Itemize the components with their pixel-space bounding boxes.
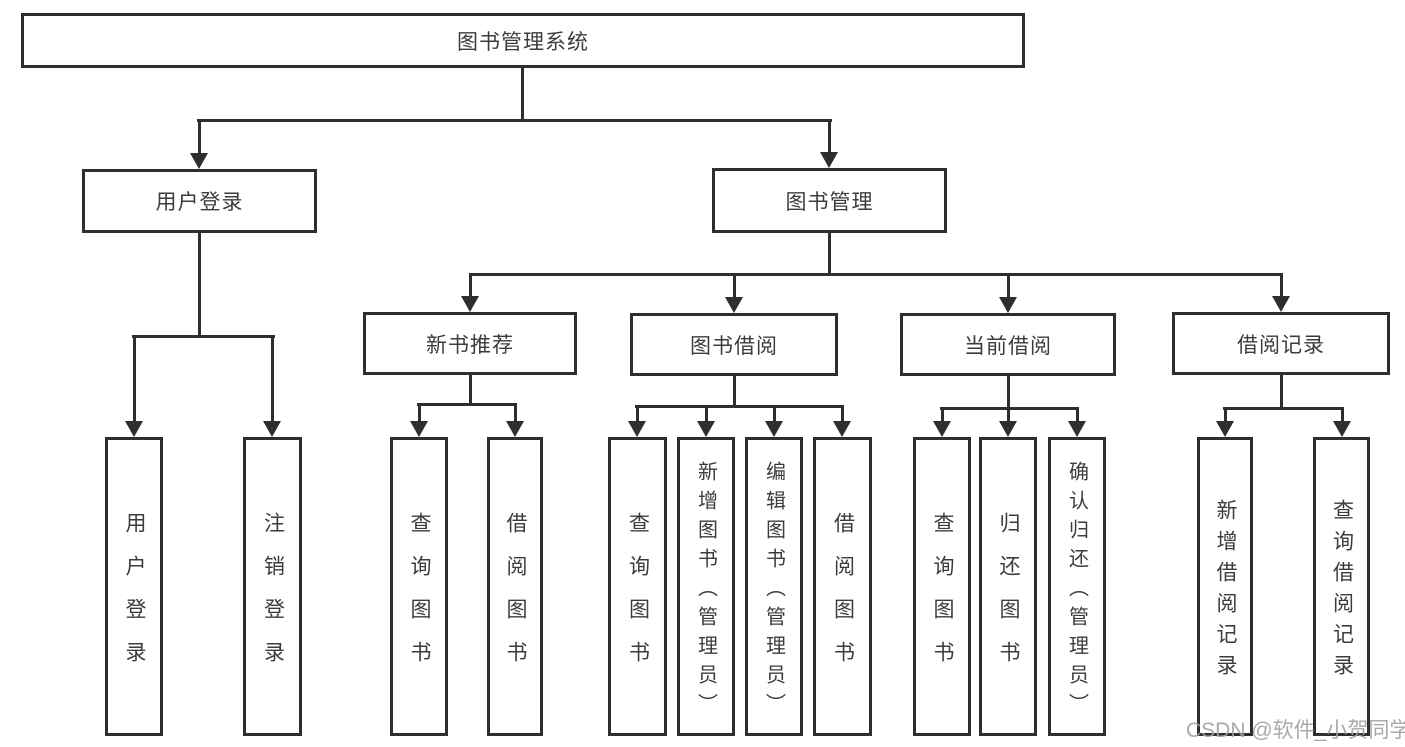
leaf-logout: 注销登录 xyxy=(243,437,302,736)
connector-currentborrow-drop xyxy=(1007,376,1010,409)
leaf-label: 借阅图书 xyxy=(831,511,855,684)
arrow-stem-bookmgmt xyxy=(828,119,831,156)
leaf-add-borrow-record: 新增借阅记录 xyxy=(1197,437,1253,736)
arrow-stem-query-newbooks xyxy=(418,403,421,425)
arrow-head-leaf-logout xyxy=(263,421,281,437)
arrow-stem-borrow-borrow xyxy=(841,405,844,425)
connector-bookmgmt-drop xyxy=(828,233,831,275)
arrow-head-borrow-borrow xyxy=(833,421,851,437)
arrow-head-query-current xyxy=(933,421,951,437)
arrow-head-add-record xyxy=(1216,421,1234,437)
node-label: 新书推荐 xyxy=(426,333,514,357)
arrow-head-bookborrow xyxy=(725,297,743,313)
arrow-head-leaf-userlogin xyxy=(125,421,143,437)
connector-bookborrow-drop xyxy=(733,376,736,407)
node-current-borrow: 当前借阅 xyxy=(900,313,1116,376)
connector-borrowrecords-bus xyxy=(1223,407,1344,410)
node-new-book-recommend: 新书推荐 xyxy=(363,312,577,375)
node-label: 图书借阅 xyxy=(690,334,778,358)
arrow-stem-query-borrow xyxy=(636,405,639,425)
leaf-add-books-admin: 新增图书（管理员） xyxy=(677,437,735,736)
arrow-stem-currentborrow xyxy=(1007,273,1010,301)
leaf-user-login: 用户登录 xyxy=(105,437,163,736)
leaf-label: 借阅图书 xyxy=(504,511,527,684)
leaf-borrow-books-newbooks: 借阅图书 xyxy=(487,437,543,736)
arrow-head-borrow-newbooks xyxy=(506,421,524,437)
arrow-head-currentborrow xyxy=(999,297,1017,313)
node-label: 当前借阅 xyxy=(964,334,1052,358)
node-borrow-records: 借阅记录 xyxy=(1172,312,1390,375)
connector-newbooks-bus xyxy=(417,403,517,406)
connector-newbooks-drop xyxy=(469,375,472,405)
arrow-stem-query-record xyxy=(1341,407,1344,425)
leaf-label: 查询图书 xyxy=(626,511,650,684)
arrow-stem-add-books xyxy=(705,405,708,425)
connector-borrowrecords-drop xyxy=(1280,375,1283,409)
arrow-stem-add-record xyxy=(1224,407,1227,425)
node-label: 用户登录 xyxy=(155,191,244,214)
arrow-head-bookmgmt xyxy=(820,152,838,168)
arrow-stem-borrowrecords xyxy=(1280,273,1283,300)
arrow-stem-return-books xyxy=(1007,407,1010,425)
csdn-watermark: CSDN @软件_小贺同学 xyxy=(1186,719,1405,742)
leaf-label: 用户登录 xyxy=(123,511,146,684)
leaf-borrow-books-borrow: 借阅图书 xyxy=(813,437,872,736)
arrow-head-query-newbooks xyxy=(410,421,428,437)
node-library-management-system: 图书管理系统 xyxy=(21,13,1025,68)
arrow-head-confirm-return xyxy=(1068,421,1086,437)
arrow-stem-confirm-return xyxy=(1076,407,1079,425)
arrow-stem-query-current xyxy=(941,407,944,425)
leaf-label: 归还图书 xyxy=(997,511,1020,684)
leaf-query-books-newbooks: 查询图书 xyxy=(390,437,448,736)
arrow-stem-leaf-logout xyxy=(271,335,274,425)
arrow-stem-borrow-newbooks xyxy=(514,403,517,425)
arrow-stem-newbooks xyxy=(469,273,472,300)
arrow-head-borrowrecords xyxy=(1272,296,1290,312)
arrow-head-query-borrow xyxy=(628,421,646,437)
node-label: 图书管理系统 xyxy=(457,30,589,54)
arrow-stem-edit-books xyxy=(773,405,776,425)
node-book-borrow: 图书借阅 xyxy=(630,313,838,376)
leaf-label: 查询图书 xyxy=(931,511,954,684)
leaf-label: 编辑图书（管理员） xyxy=(762,460,785,722)
leaf-label: 新增图书（管理员） xyxy=(694,460,717,722)
node-label: 图书管理 xyxy=(785,190,874,214)
leaf-query-borrow-record: 查询借阅记录 xyxy=(1313,437,1370,736)
connector-level3-bus xyxy=(469,273,1283,276)
leaf-label: 确认归还（管理员） xyxy=(1065,460,1088,722)
leaf-label: 查询借阅记录 xyxy=(1330,498,1354,685)
arrow-stem-userlogin xyxy=(198,119,201,157)
connector-userlogin-drop xyxy=(198,233,201,337)
leaf-query-books-current: 查询图书 xyxy=(913,437,971,736)
arrow-head-edit-books xyxy=(765,421,783,437)
connector-level2-bus xyxy=(197,119,832,122)
leaf-label: 新增借阅记录 xyxy=(1214,498,1237,685)
arrow-stem-bookborrow xyxy=(733,273,736,301)
connector-root-drop xyxy=(521,68,524,121)
leaf-label: 注销登录 xyxy=(261,511,285,684)
leaf-edit-books-admin: 编辑图书（管理员） xyxy=(745,437,803,736)
leaf-query-books-borrow: 查询图书 xyxy=(608,437,667,736)
leaf-return-books: 归还图书 xyxy=(979,437,1037,736)
leaf-confirm-return-admin: 确认归还（管理员） xyxy=(1048,437,1106,736)
node-user-login: 用户登录 xyxy=(82,169,317,233)
node-label: 借阅记录 xyxy=(1237,333,1325,357)
arrow-head-userlogin xyxy=(190,153,208,169)
leaf-label: 查询图书 xyxy=(408,511,431,684)
arrow-head-add-books xyxy=(697,421,715,437)
arrow-stem-leaf-userlogin xyxy=(133,335,136,425)
arrow-head-newbooks xyxy=(461,296,479,312)
arrow-head-return-books xyxy=(999,421,1017,437)
connector-userlogin-bus xyxy=(132,335,275,338)
node-book-management: 图书管理 xyxy=(712,168,947,233)
connector-bookborrow-bus xyxy=(635,405,844,408)
arrow-head-query-record xyxy=(1333,421,1351,437)
